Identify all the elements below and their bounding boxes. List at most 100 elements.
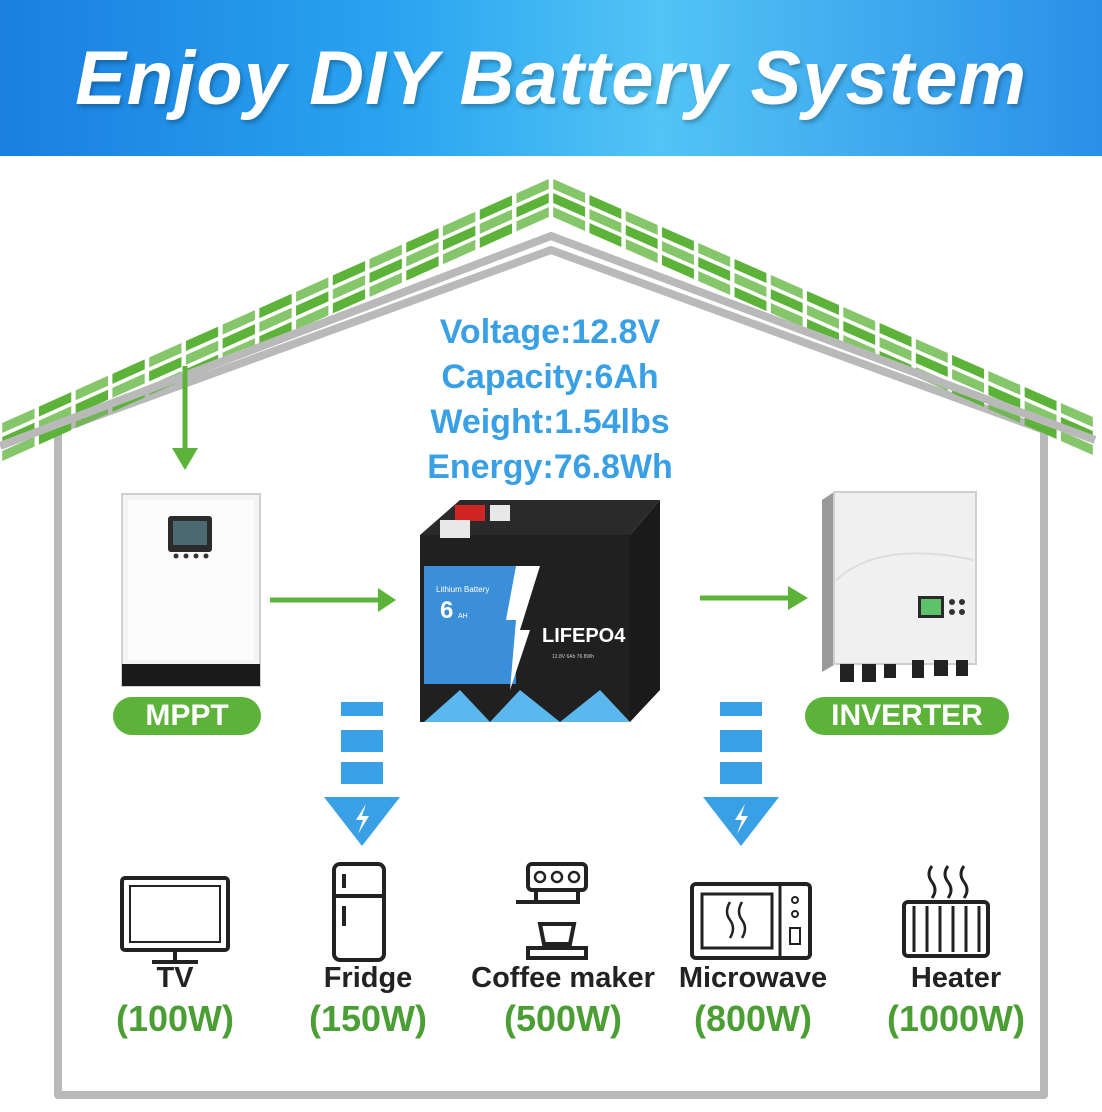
battery-rating-line: 12.8V 6Ah 76.8Wh: [552, 654, 594, 660]
heater-body: [902, 900, 990, 958]
solar-panel-cell: [625, 238, 658, 264]
lightning-bolt-icon: [356, 804, 369, 834]
flow-bar: [720, 702, 762, 716]
solar-panel-cell: [807, 304, 839, 330]
flow-bar: [341, 730, 383, 752]
solar-panel-cell: [770, 288, 803, 314]
solar-panel-cell: [296, 291, 329, 316]
tv-icon: [120, 876, 230, 964]
solar-panel-cell: [75, 375, 108, 401]
flow-arrow-right: [703, 702, 779, 846]
appliance-microwave-power: (800W): [693, 998, 813, 1039]
battery-image: [420, 500, 660, 722]
solar-panel-cell: [589, 222, 622, 248]
appliance-microwave-label: Microwave: [678, 962, 828, 994]
solar-panel-cell: [222, 310, 255, 335]
solar-panel-cell: [661, 240, 694, 266]
solar-panel-cell: [479, 195, 513, 220]
page-title: Enjoy DIY Battery System: [75, 35, 1027, 121]
spec-capacity: Capacity:6Ah: [441, 358, 659, 396]
solar-panel-cell: [406, 256, 439, 281]
solar-panel-cell: [443, 239, 476, 265]
solar-panel-cell: [185, 340, 219, 366]
solar-panel-cell: [369, 258, 402, 284]
solar-panel-cell: [952, 354, 985, 380]
arrow-battery-to-inverter: [700, 586, 808, 610]
solar-panel-cell: [112, 359, 145, 384]
solar-panel-cell: [988, 384, 1021, 410]
solar-panel-cell: [661, 226, 694, 252]
solar-panel-cell: [952, 368, 985, 394]
solar-panel-cell: [734, 258, 767, 284]
spec-voltage: Voltage:12.8V: [439, 313, 661, 351]
solar-panel-cell: [553, 206, 586, 232]
appliance-fridge-power: (150W): [308, 998, 428, 1039]
solar-panel-cell: [879, 336, 912, 362]
flow-arrow-head: [324, 797, 400, 846]
appliance-heater-label: Heater: [910, 962, 1002, 994]
solar-panel-cell: [698, 270, 731, 296]
battery-brand-text: Lithium Battery: [436, 585, 489, 594]
coffee-maker-icon: [516, 862, 588, 960]
solar-panel-cell: [332, 274, 366, 300]
solar-panel-cell: [185, 326, 219, 352]
flow-bar: [720, 762, 762, 784]
solar-panel-cell: [259, 307, 292, 333]
solar-panel-cell: [988, 370, 1021, 396]
solar-panel-cell: [553, 192, 586, 218]
solar-panel-cell: [1024, 414, 1057, 440]
solar-panel-cell: [879, 322, 912, 348]
solar-panel-cell: [915, 352, 948, 378]
appliance-heater-power: (1000W): [886, 998, 1026, 1039]
solar-panel-cell: [443, 211, 476, 237]
solar-panel-cell: [38, 420, 72, 445]
solar-panel-cell: [770, 274, 803, 300]
appliance-coffee-power: (500W): [503, 998, 623, 1039]
arrow-mppt-to-battery: [270, 588, 396, 612]
solar-panel-cell: [406, 242, 439, 267]
solar-panel-cell: [807, 290, 839, 316]
solar-panel-cell: [149, 342, 182, 368]
spec-weight: Weight:1.54lbs: [430, 403, 670, 441]
solar-panel-cell: [369, 244, 402, 270]
solar-panel-cell: [1060, 430, 1093, 456]
solar-panel-cell: [112, 373, 145, 398]
solar-panel-cell: [770, 302, 803, 328]
system-diagram: Lithium Battery 6 AH LIFEPO4 12.8V 6Ah 7…: [0, 176, 1097, 1099]
solar-panel-cell: [479, 223, 513, 248]
solar-panel-cell: [698, 242, 731, 268]
flow-arrow-head: [703, 797, 779, 846]
heater-icon: [902, 865, 990, 958]
flow-arrow-left: [324, 702, 400, 846]
solar-panel-cell: [2, 408, 35, 434]
microwave-icon: [690, 882, 812, 960]
solar-panel-cell: [1024, 386, 1057, 412]
solar-panel-cell: [296, 305, 329, 330]
mppt-controller-image: [121, 493, 261, 687]
solar-panel-cell: [259, 293, 292, 319]
solar-panel-cell: [149, 356, 182, 382]
appliance-coffee-label: Coffee maker: [471, 962, 655, 994]
solar-panel-cell: [332, 260, 366, 286]
arrow-roof-to-mppt: [172, 366, 198, 470]
lightning-bolt-icon: [735, 804, 748, 834]
solar-panel-cell: [406, 228, 439, 253]
solar-panel-cell: [915, 338, 948, 364]
spec-energy: Energy:76.8Wh: [427, 448, 673, 486]
solar-panel-cell: [625, 210, 658, 236]
inverter-label: INVERTER: [805, 697, 1009, 735]
solar-panel-cell: [734, 286, 767, 312]
solar-panel-cell: [589, 208, 622, 234]
solar-panel-cell: [661, 254, 694, 280]
solar-panel-cell: [843, 320, 876, 346]
battery-specs: Voltage:12.8V Capacity:6Ah Weight:1.54lb…: [400, 310, 700, 490]
solar-panel-cell: [75, 389, 108, 415]
solar-panel-cell: [2, 436, 35, 462]
appliance-tv-power: (100W): [115, 998, 235, 1039]
roof-base: [0, 176, 1095, 446]
flow-bar: [341, 702, 383, 716]
solar-panel-cell: [443, 225, 476, 251]
solar-panel-cell: [734, 272, 767, 298]
solar-panel-cell: [516, 206, 549, 232]
solar-panel-cell: [843, 306, 876, 332]
